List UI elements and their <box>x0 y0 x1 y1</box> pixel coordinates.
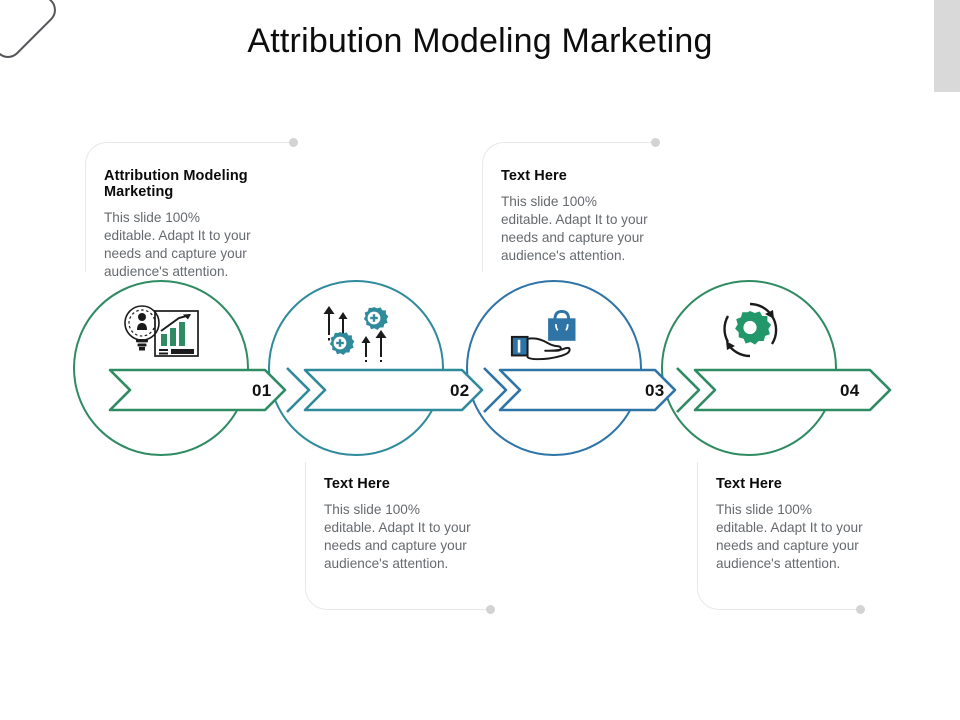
step-card-body-1: This slide 100% editable. Adapt It to yo… <box>104 210 251 279</box>
step-number-1: 01 <box>252 381 272 400</box>
step-card-body-3: This slide 100% editable. Adapt It to yo… <box>501 194 648 263</box>
step-card-4[interactable]: Text Here This slide 100% editable. Adap… <box>697 462 927 614</box>
card-border-3 <box>482 142 655 272</box>
step-circle-2[interactable] <box>268 280 444 456</box>
step-card-title-1: Attribution Modeling Marketing <box>104 168 248 200</box>
card-dot-3 <box>651 138 660 147</box>
gear-refresh-cycle-icon <box>723 302 778 358</box>
card-dot-4 <box>856 605 865 614</box>
step-circle-3[interactable] <box>466 280 642 456</box>
step-icon-3-wrap <box>508 300 598 364</box>
step-card-title-3: Text Here <box>501 168 567 184</box>
step-card-title-2: Text Here <box>324 476 390 492</box>
card-dot-2 <box>486 605 495 614</box>
step-icon-2-wrap <box>313 300 403 364</box>
step-number-4: 04 <box>840 381 860 400</box>
step-circle-4[interactable] <box>661 280 837 456</box>
step-card-title-4: Text Here <box>716 476 782 492</box>
step-icon-1-wrap <box>116 300 206 364</box>
card-dot-1 <box>289 138 298 147</box>
step-card-body-2: This slide 100% editable. Adapt It to yo… <box>324 502 471 571</box>
card-border-4 <box>697 462 860 610</box>
step-icon-4-wrap <box>705 298 795 362</box>
step-card-1[interactable]: Attribution Modeling Marketing This slid… <box>85 138 315 279</box>
gears-arrows-up-icon <box>323 306 389 362</box>
step-number-3: 03 <box>645 381 665 400</box>
step-number-2: 02 <box>450 381 470 400</box>
lightbulb-person-bar-chart-icon <box>124 305 199 357</box>
hand-shopping-bag-icon <box>510 309 576 361</box>
step-card-body-4: This slide 100% editable. Adapt It to yo… <box>716 502 863 571</box>
step-card-3[interactable]: Text Here This slide 100% editable. Adap… <box>482 138 712 272</box>
card-border-1 <box>85 142 293 272</box>
page-title: Attribution Modeling Marketing <box>247 22 713 60</box>
step-circle-1[interactable] <box>73 280 249 456</box>
right-edge-bar-decoration <box>934 0 960 92</box>
step-card-2[interactable]: Text Here This slide 100% editable. Adap… <box>305 462 535 614</box>
card-border-2 <box>305 462 490 610</box>
